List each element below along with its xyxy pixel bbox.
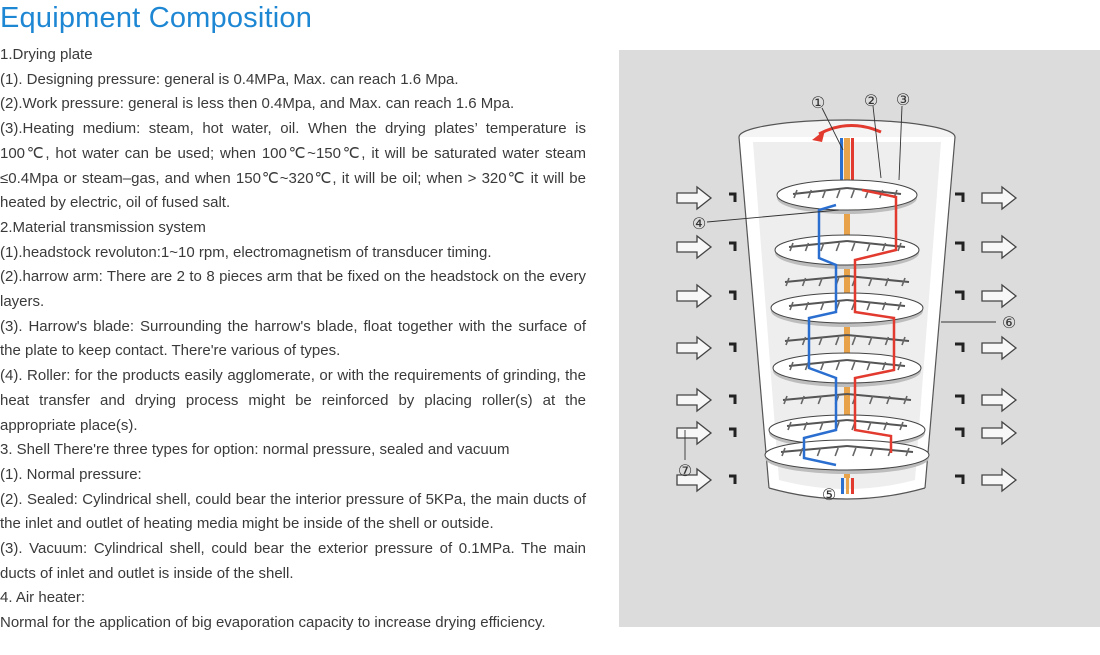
air-arrow-icon [981,387,1018,413]
drying-plate [764,439,930,474]
callout-1: ① [811,93,825,112]
air-arrow-icon [981,234,1018,260]
harrow-arm [780,445,914,457]
air-arrow-icon [676,467,713,493]
cold-medium-pipe [802,203,838,467]
callout-5: ⑤ [822,485,836,504]
section-heading-drying-plate: 1.Drying plate [0,46,93,63]
section-heading-air-heater: 4. Air heater: [0,589,86,607]
drying-plate [770,292,924,327]
paragraph: (1). Normal pressure: [0,465,142,483]
air-arrow-icon [676,335,713,361]
shell-left-wall [738,136,770,489]
drying-plates [764,179,930,474]
air-arrow-icon [676,234,713,260]
harrow-arm [792,187,902,199]
hot-medium-pipe [853,188,898,453]
paragraph: (1). Designing pressure: general is 0.4M… [0,70,459,88]
harrow-arm [788,359,906,371]
air-arrow-icon [676,387,713,413]
callout-3: ③ [896,90,910,109]
dryer-illustration: ① ② ③ ④ ⑤ ⑥ ⑦ [676,90,1018,504]
air-arrow-icon [676,420,713,446]
air-arrow-icon [981,185,1018,211]
paragraph: (3). Vacuum: Cylindrical shell, could be… [0,540,586,582]
air-arrow-icon [981,335,1018,361]
paragraph: (1).headstock revoluton:1~10 rpm, electr… [0,243,492,261]
air-arrow-icon [981,283,1018,309]
page-title: Equipment Composition [0,2,313,34]
shell-bottom [768,487,926,500]
callout-2: ② [864,91,878,110]
paragraph: Normal for the application of big evapor… [0,614,546,632]
harrow-arm [784,334,910,346]
drying-plate [774,234,920,269]
callout-6: ⑥ [1002,313,1016,332]
dryer-diagram: ① ② ③ ④ ⑤ ⑥ ⑦ [619,50,1100,627]
section-heading-material-transmission: 2.Material transmission system [0,218,206,236]
description-text: 1.Drying plate (1). Designing pressure: … [0,43,586,636]
callout-7: ⑦ [678,461,692,480]
callout-4: ④ [692,214,706,233]
paragraph: (4). Roller: for the products easily agg… [0,367,586,434]
paragraph: (2).harrow arm: There are 2 to 8 pieces … [0,268,586,311]
air-flow-arrows [676,185,1018,493]
paragraph: (3).Heating medium: steam, hot water, oi… [0,120,586,212]
paragraph: (3). Harrow's blade: Surrounding the har… [0,317,586,360]
air-arrow-icon [981,420,1018,446]
air-arrow-icon [676,185,713,211]
paragraph: (2). Sealed: Cylindrical shell, could be… [0,490,586,533]
shell-right-wall [924,136,956,489]
section-heading-shell: 3. Shell There're three types for option… [0,441,510,459]
air-arrow-icon [981,467,1018,493]
paragraph: (2).Work pressure: general is less then … [0,95,515,113]
harrow-arm [788,299,906,311]
heating-pipes [802,188,898,467]
air-arrow-icon [676,283,713,309]
